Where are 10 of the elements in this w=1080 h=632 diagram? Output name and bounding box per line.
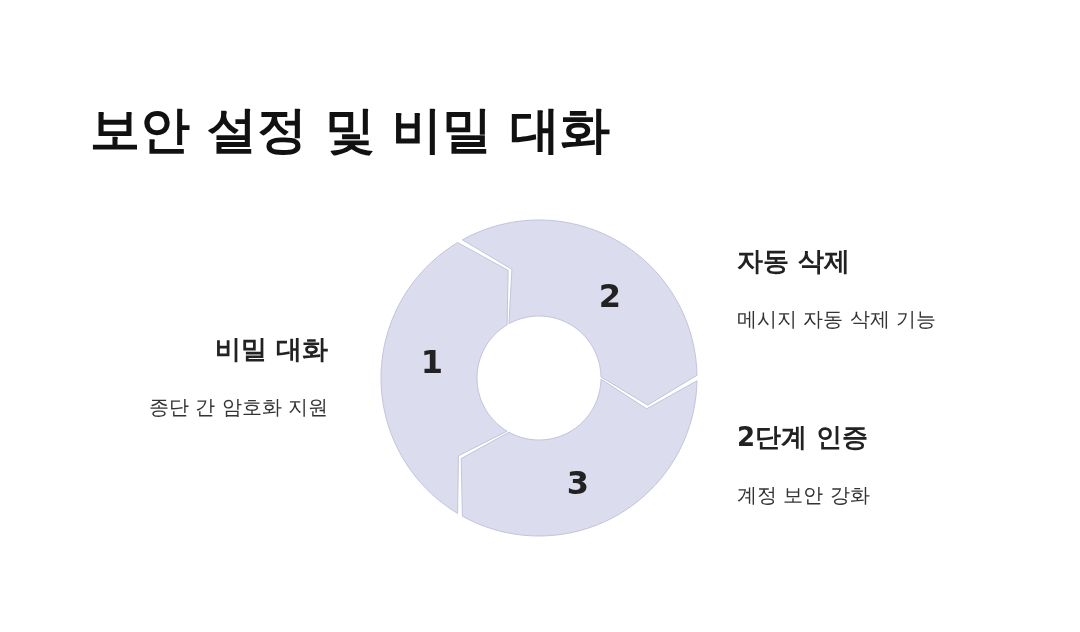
step-number: 2 [598, 278, 622, 314]
step-description: 종단 간 암호화 지원 [148, 394, 328, 421]
step-heading: 자동 삭제 [737, 245, 851, 278]
step-number: 1 [420, 344, 444, 380]
step-heading: 2단계 인증 [737, 421, 869, 454]
step-description: 메시지 자동 삭제 기능 [737, 306, 937, 333]
step-description: 계정 보안 강화 [737, 482, 870, 509]
title: 보안 설정 및 비밀 대화 [90, 100, 610, 160]
step-heading: 비밀 대화 [214, 333, 328, 366]
step-number: 3 [566, 465, 590, 501]
